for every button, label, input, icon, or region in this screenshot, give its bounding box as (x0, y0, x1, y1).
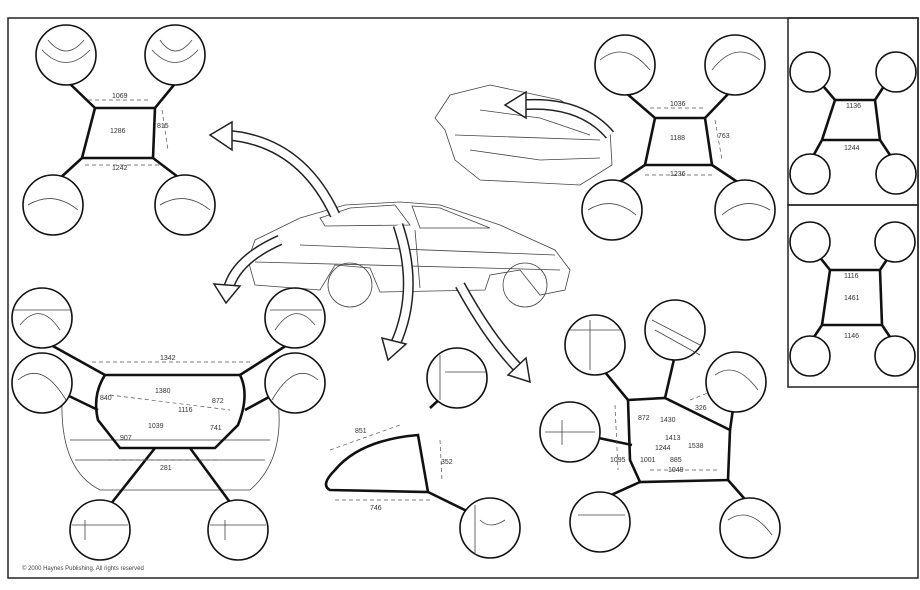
detail-circle (875, 51, 917, 93)
door-dim-a: 872 (638, 415, 650, 422)
inset-lower: 1116 1461 1146 (789, 221, 916, 377)
front-side-dim: 763 (718, 133, 730, 140)
detail-circle (789, 221, 831, 263)
detail-circle (207, 499, 269, 561)
detail-circle (594, 34, 656, 96)
detail-circle (264, 287, 326, 349)
copyright-text: © 2000 Haynes Publishing. All rights res… (22, 565, 144, 572)
detail-circle (644, 299, 706, 361)
detail-circle (11, 287, 73, 349)
windshield-top-dim: 1069 (112, 93, 128, 100)
detail-circle (581, 179, 643, 241)
door-dim-e: 1538 (688, 443, 704, 450)
door-dim-g: 1001 (640, 457, 656, 464)
quarter-side-dim: 352 (441, 459, 453, 466)
detail-circle (11, 352, 73, 414)
detail-circle (569, 491, 631, 553)
rear-diag1-dim: 1380 (155, 388, 171, 395)
inset-lower-bottom-dim: 1146 (844, 333, 859, 340)
detail-circle (714, 179, 776, 241)
detail-circle (874, 221, 916, 263)
door-group: 872 1430 1413 1244 1538 1095 1001 885 10… (539, 299, 781, 559)
front-bottom-dim: 1236 (670, 171, 686, 178)
detail-circle (789, 335, 831, 377)
detail-circle (154, 174, 216, 236)
arrow-head (506, 356, 531, 384)
arrow-head (212, 283, 242, 305)
rear-bottom-dim: 281 (160, 465, 172, 472)
windshield-side-dim: 815 (157, 123, 169, 130)
detail-circle (35, 24, 97, 86)
rear-window-group: 1342 840 1380 1116 872 1039 907 741 281 (11, 287, 326, 561)
door-dim-j: 326 (695, 405, 707, 412)
rear-diag2-dim: 1116 (178, 407, 193, 414)
detail-circle (22, 174, 84, 236)
front-view-group: 1036 1188 763 1236 (434, 34, 776, 241)
inset-upper-top-dim: 1136 (846, 103, 861, 110)
detail-circle (264, 352, 326, 414)
detail-circle (875, 153, 917, 195)
detail-circle (789, 51, 831, 93)
arrow-head (380, 336, 408, 362)
inset-upper-bottom-dim: 1244 (844, 145, 860, 152)
rear-lower-right-dim: 741 (210, 425, 222, 432)
windshield-group: 1069 1286 815 1242 (22, 24, 216, 236)
detail-circle (144, 24, 206, 86)
detail-circle (69, 499, 131, 561)
windshield-bottom-dim: 1242 (112, 165, 128, 172)
detail-circle (459, 497, 521, 559)
arrow-head (503, 90, 527, 120)
callout-arrows (208, 90, 615, 384)
inset-lower-frame (787, 204, 919, 388)
detail-circle (874, 335, 916, 377)
rear-left-dim: 840 (100, 395, 112, 402)
rear-lower-left-dim: 907 (120, 435, 132, 442)
rear-top-dim: 1342 (160, 355, 176, 362)
quarter-window-group: 851 352 746 (324, 347, 521, 559)
door-dim-b: 1430 (660, 417, 676, 424)
detail-circle (564, 314, 626, 376)
inset-lower-middle-dim: 1461 (844, 295, 860, 302)
door-dim-f: 1095 (610, 457, 626, 464)
inset-upper: 1136 1244 (789, 51, 917, 195)
front-top-dim: 1036 (670, 101, 686, 108)
detail-circle (426, 347, 488, 409)
inset-lower-top-dim: 1116 (844, 273, 859, 280)
detail-circle (705, 351, 767, 413)
quarter-bottom-dim: 746 (370, 505, 382, 512)
quarter-top-dim: 851 (355, 428, 367, 435)
detail-circle (719, 497, 781, 559)
door-dim-h: 885 (670, 457, 682, 464)
door-dim-i: 1049 (668, 467, 684, 474)
front-diagonal-dim: 1188 (670, 135, 685, 142)
arrow-head (208, 120, 233, 152)
detail-circle (704, 34, 766, 96)
rear-center-dim: 1039 (148, 423, 164, 430)
windshield-diagonal-dim: 1286 (110, 128, 126, 135)
detail-circle (789, 153, 831, 195)
rear-right-dim: 872 (212, 398, 224, 405)
door-dim-d: 1244 (655, 445, 671, 452)
door-dim-c: 1413 (665, 435, 681, 442)
